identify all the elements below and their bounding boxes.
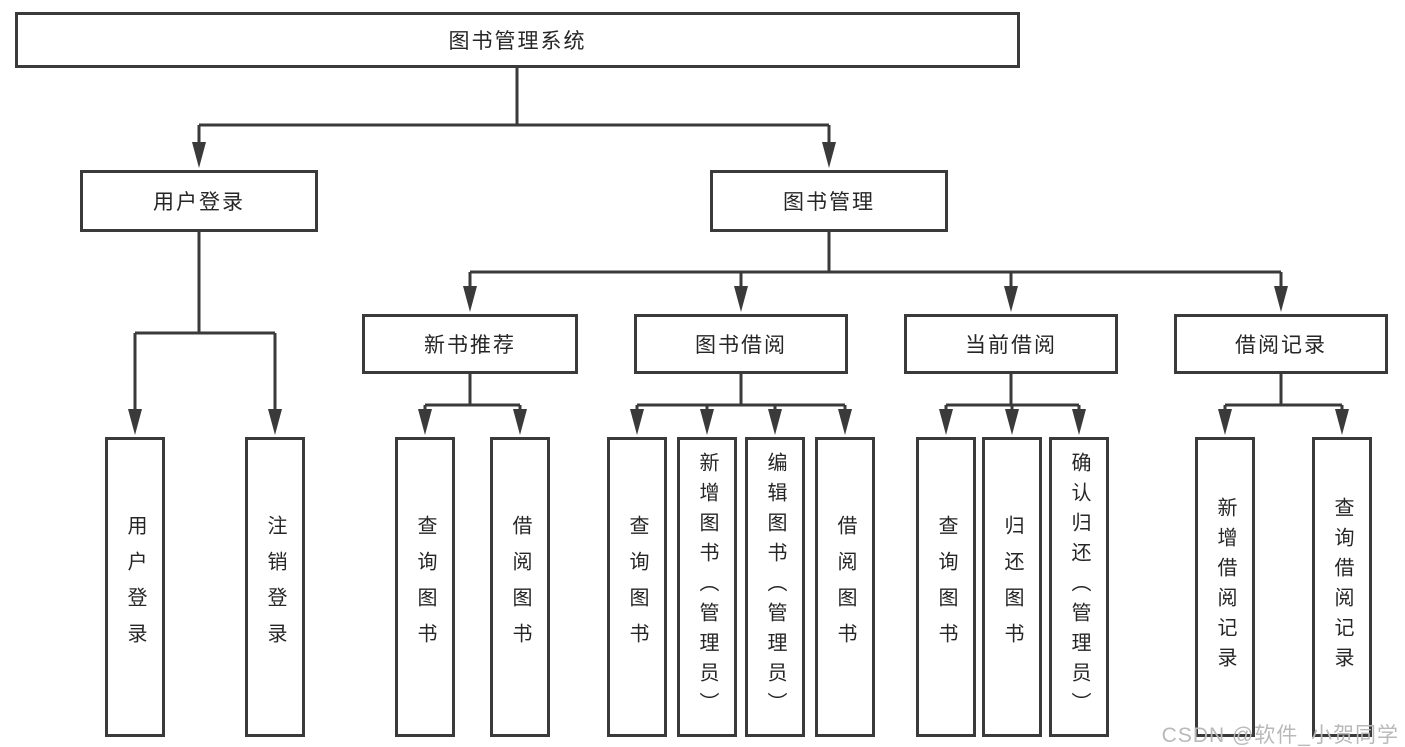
node-user-login-module: 用户登录: [80, 170, 318, 232]
node-query-borrow-record: 查询借阅记录: [1312, 437, 1372, 737]
node-book-management-module: 图书管理: [710, 170, 948, 232]
node-library-system: 图书管理系统: [15, 12, 1020, 68]
node-new-book-recommend: 新书推荐: [362, 314, 578, 374]
node-add-borrow-record: 新增借阅记录: [1195, 437, 1255, 737]
node-current-borrowing: 当前借阅: [904, 314, 1118, 374]
node-borrow-books-recommend: 借阅图书: [490, 437, 550, 737]
node-edit-book-admin: 编辑图书（管理员）: [745, 437, 805, 737]
node-add-book-admin: 新增图书（管理员）: [677, 437, 737, 737]
node-logout: 注销登录: [245, 437, 305, 737]
node-confirm-return-admin: 确认归还（管理员）: [1049, 437, 1109, 737]
csdn-watermark: CSDN @软件_小贺同学: [1161, 724, 1399, 747]
node-query-books-current: 查询图书: [916, 437, 976, 737]
node-borrowing-records: 借阅记录: [1174, 314, 1388, 374]
node-book-borrowing: 图书借阅: [634, 314, 848, 374]
node-user-login: 用户登录: [105, 437, 165, 737]
node-query-books-recommend: 查询图书: [395, 437, 455, 737]
node-borrow-books: 借阅图书: [815, 437, 875, 737]
node-return-books: 归还图书: [982, 437, 1042, 737]
node-query-books-borrow: 查询图书: [607, 437, 667, 737]
arrowheads: [128, 142, 1349, 435]
connector-paths: [133, 68, 1344, 411]
